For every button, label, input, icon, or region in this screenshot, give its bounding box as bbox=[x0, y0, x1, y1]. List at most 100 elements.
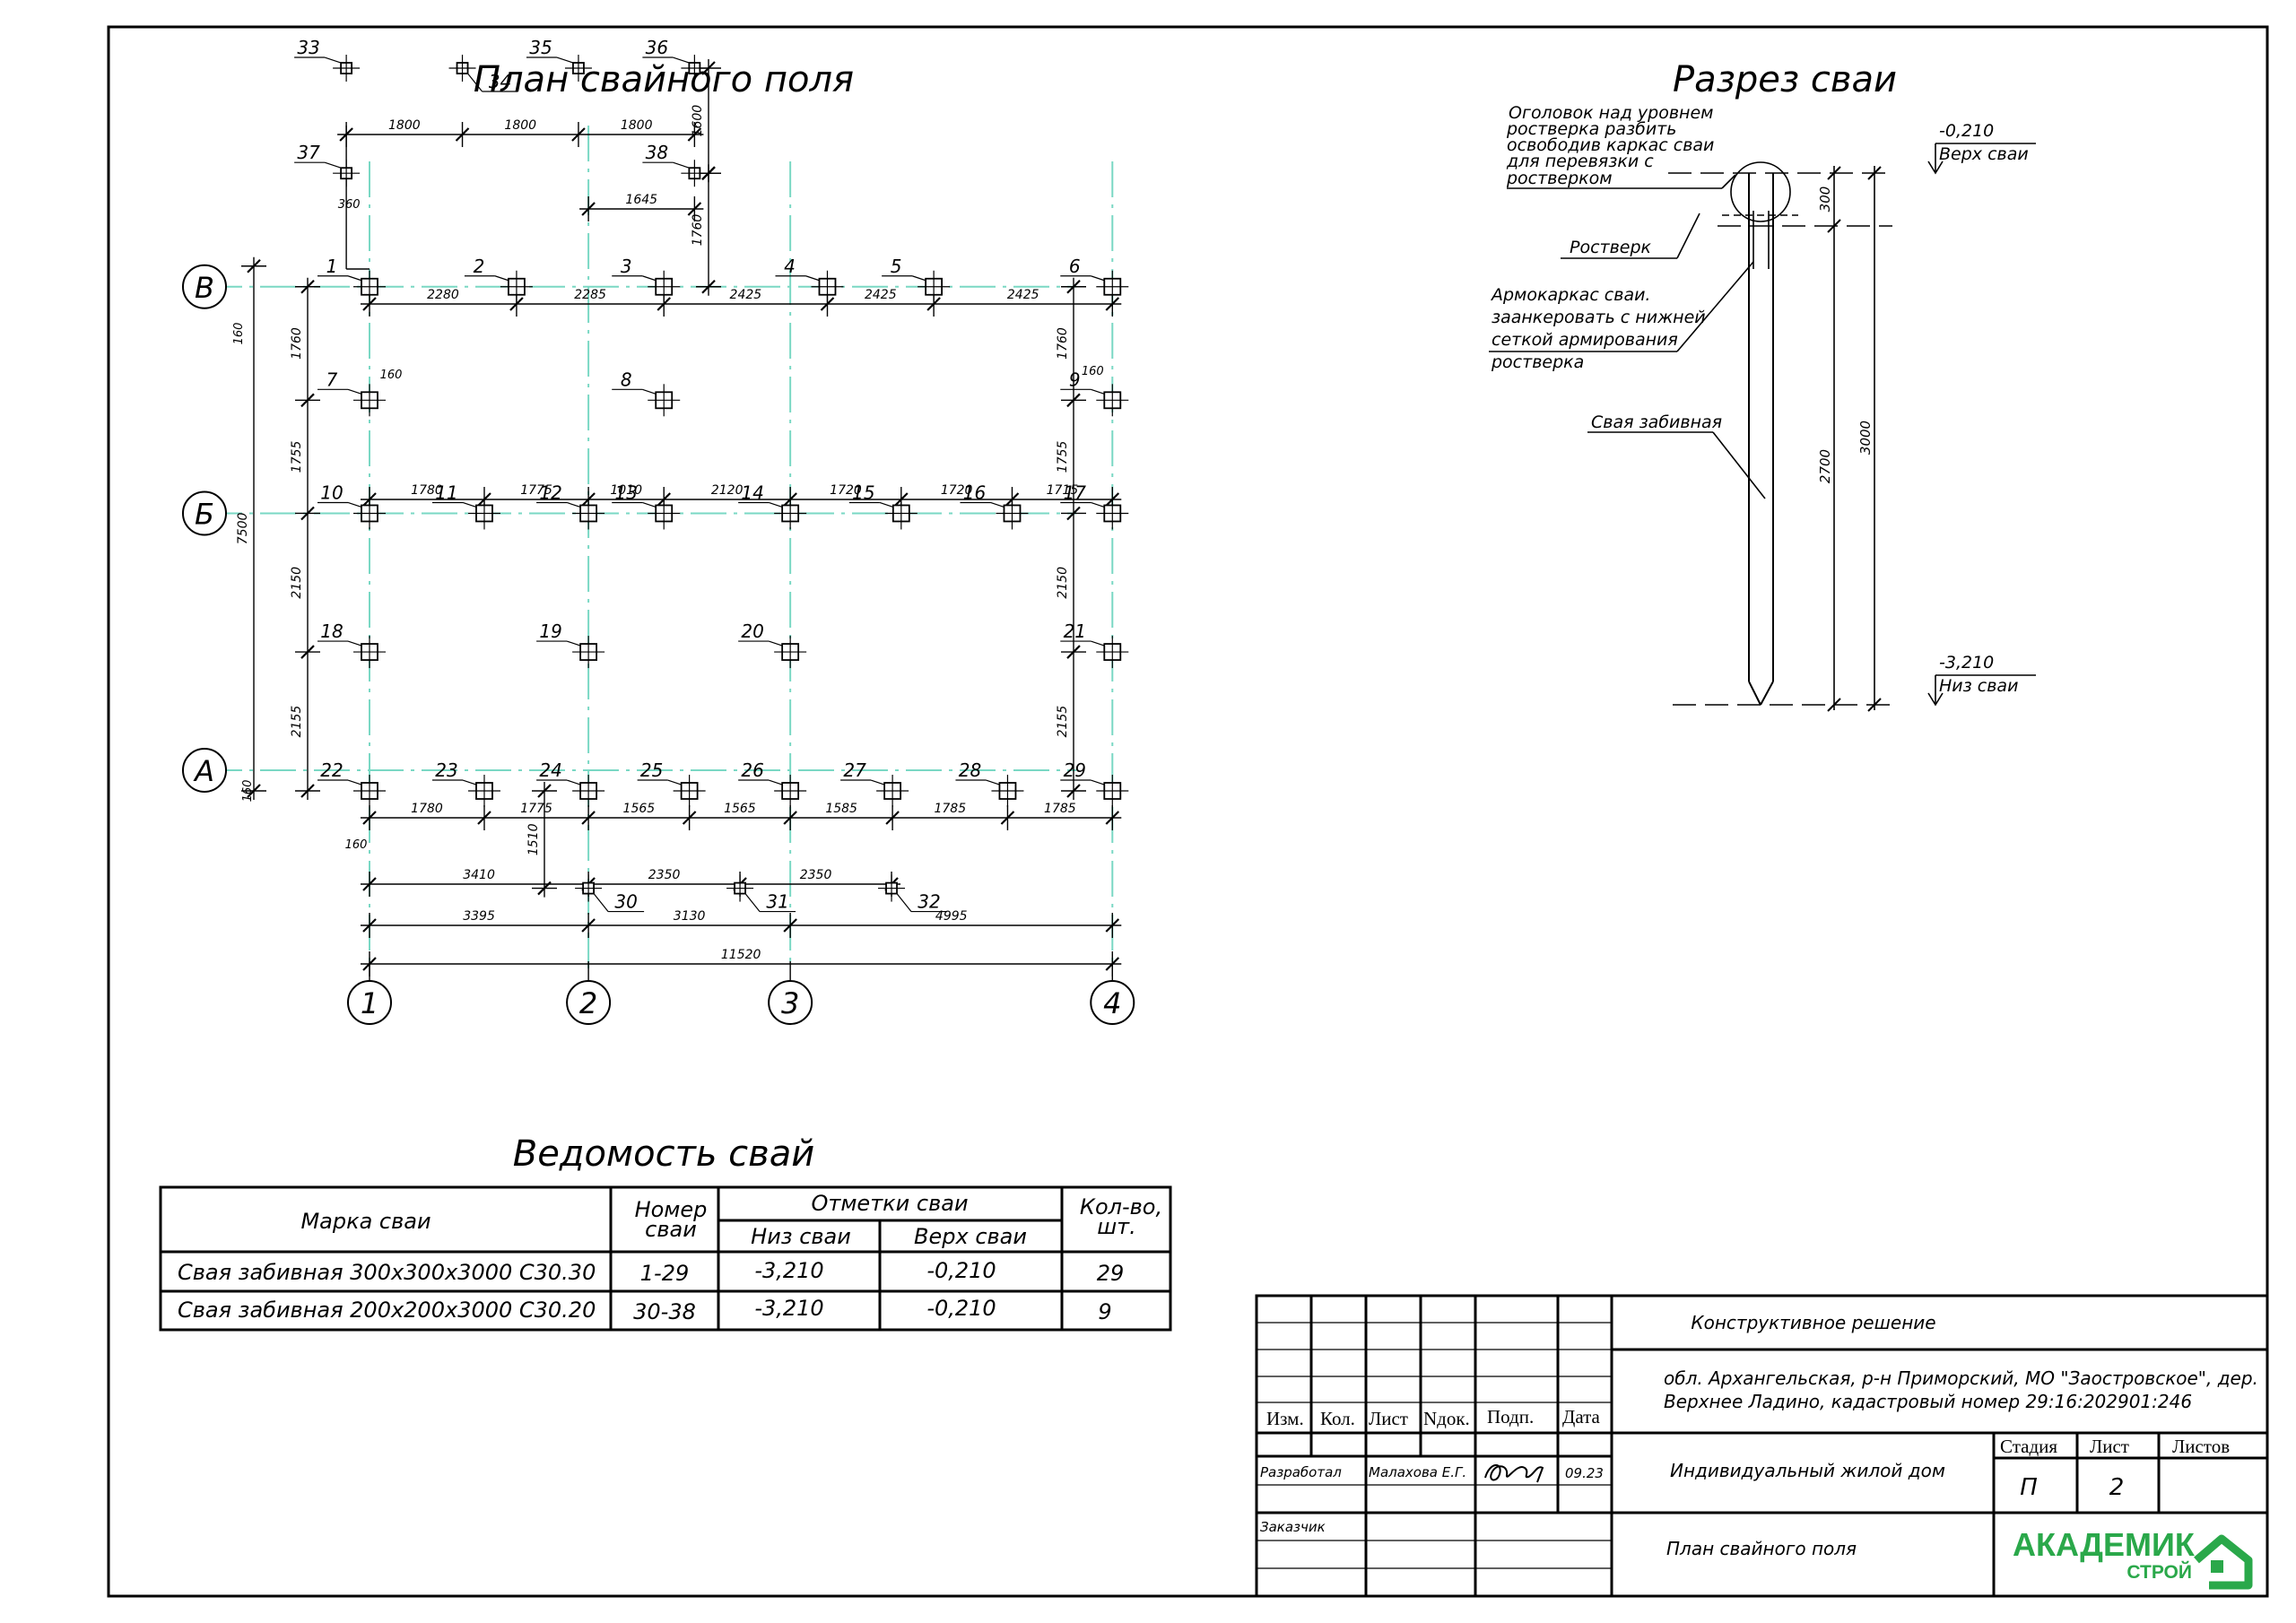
note-cage-line-3: сеткой армирования bbox=[1492, 330, 1678, 350]
sign-date: 09.23 bbox=[1565, 1465, 1604, 1481]
axis-label-row-2: А bbox=[193, 754, 214, 788]
header-izm: Изм. bbox=[1266, 1408, 1304, 1429]
header-list: Лист bbox=[1369, 1408, 1408, 1429]
row-2-number: 30-38 bbox=[633, 1299, 696, 1324]
axis-bubble-col-3 bbox=[768, 980, 813, 1025]
dim-160-left-bot: 160 bbox=[241, 780, 255, 803]
axis-bubble-row-1 bbox=[182, 490, 227, 536]
row-1-qty: 29 bbox=[1097, 1261, 1125, 1286]
logo-text-2: СТРОЙ bbox=[2126, 1561, 2192, 1583]
pile-label-16: 16 bbox=[963, 482, 986, 503]
address-line-1: обл. Архангельская, р-н Приморский, МО "… bbox=[1664, 1367, 2258, 1389]
pile-label-1: 1 bbox=[326, 256, 338, 277]
plan-piles bbox=[182, 55, 1135, 1025]
pile-label-34: 34 bbox=[489, 71, 511, 92]
dim-chain-row-a-text-0: 1780 bbox=[411, 802, 443, 816]
header-data: Дата bbox=[1562, 1406, 1601, 1428]
axis-bubble-row-0 bbox=[182, 264, 227, 309]
dim-chain-left-text-3: 2155 bbox=[290, 706, 304, 738]
pile-label-6: 6 bbox=[1069, 256, 1081, 277]
pile-schedule: Ведомость свай Марка сваи Номер сваи Отм… bbox=[159, 1133, 1172, 1332]
section-title: Разрез сваи bbox=[1673, 59, 1897, 100]
pile-leader bbox=[593, 893, 609, 912]
header-ndok: Nдок. bbox=[1423, 1408, 1470, 1429]
dim-3000: 3000 bbox=[1857, 421, 1874, 455]
section-dims: 300 2700 3000 bbox=[1817, 187, 1874, 483]
note-head-line-3: освободив каркас сваи bbox=[1507, 135, 1714, 155]
axis-bubble-col-2 bbox=[566, 980, 612, 1025]
row-2-top: -0,210 bbox=[926, 1296, 996, 1321]
note-pile: Свая забивная bbox=[1591, 412, 1722, 432]
dim-chain-row-b-text-1: 1775 bbox=[520, 483, 552, 498]
pile-leader bbox=[673, 56, 690, 64]
stamp-texts: Конструктивное решение обл. Архангельска… bbox=[1664, 1312, 2258, 1559]
title-block: Изм. Кол. Лист Nдок. Подп. Дата Стадия Л… bbox=[1255, 1294, 2269, 1598]
axis-bubble-col-1 bbox=[347, 980, 392, 1025]
dim-chain-axes-text-0: 3395 bbox=[463, 909, 495, 924]
plan-axis-lines bbox=[206, 126, 1114, 968]
address-line-2: Верхнее Ладино, кадастровый номер 29:16:… bbox=[1664, 1391, 2192, 1412]
pile-label-32: 32 bbox=[918, 891, 940, 913]
axis-bubble-row-2 bbox=[182, 748, 227, 793]
axis-label-row-0: В bbox=[195, 271, 214, 305]
dim-chain-right-text-1: 1755 bbox=[1056, 440, 1070, 473]
axis-label-col-4: 4 bbox=[1103, 986, 1121, 1020]
bottom-level-value: -3,210 bbox=[1939, 653, 1994, 673]
dim-chain-row-a-text-6: 1785 bbox=[1044, 802, 1076, 816]
header-sheet: Лист bbox=[2090, 1436, 2129, 1457]
pile-leader bbox=[744, 893, 761, 912]
header-top: Верх сваи bbox=[914, 1224, 1027, 1249]
pile-section: Разрез сваи bbox=[1489, 59, 2036, 712]
pile-label-24: 24 bbox=[539, 759, 561, 781]
note-cage-line-4: ростверка bbox=[1491, 352, 1584, 372]
stamp-headers: Изм. Кол. Лист Nдок. Подп. Дата Стадия Л… bbox=[1266, 1406, 2230, 1457]
house-window-icon bbox=[2211, 1560, 2223, 1573]
signature-icon bbox=[1484, 1464, 1544, 1483]
dim-chain-left-text-1: 1755 bbox=[290, 440, 304, 473]
note-head-line-5: ростверком bbox=[1506, 169, 1613, 188]
top-level-label: Верх сваи bbox=[1939, 144, 2029, 164]
dim-chain-row-v-text-3: 2425 bbox=[865, 288, 897, 302]
dim-chain-row-b-text-0: 1780 bbox=[411, 483, 443, 498]
pile-label-8: 8 bbox=[621, 369, 632, 390]
note-head-line-2: ростверка разбить bbox=[1506, 119, 1676, 139]
pile-label-20: 20 bbox=[741, 621, 763, 642]
dim-chain-row-a-text-1: 1775 bbox=[520, 802, 552, 816]
pile-label-17: 17 bbox=[1064, 482, 1087, 503]
dim-chain-right-text-2: 2150 bbox=[1056, 567, 1070, 599]
axis-label-col-1: 1 bbox=[361, 986, 378, 1020]
dim-chain-row-a-text-2: 1565 bbox=[623, 802, 656, 816]
row-2-qty: 9 bbox=[1098, 1299, 1111, 1324]
sheet-value: 2 bbox=[2109, 1474, 2125, 1501]
object-name: Индивидуальный жилой дом bbox=[1670, 1460, 1945, 1481]
dim-chain-row-a-text-5: 1785 bbox=[934, 802, 966, 816]
row-1-mark: Свая забивная 300х300х3000 С30.30 bbox=[178, 1260, 596, 1285]
pile-label-27: 27 bbox=[843, 759, 866, 781]
dim-chain-left-text-0: 1760 bbox=[290, 327, 304, 360]
dim-chain-top-text-2: 1800 bbox=[621, 118, 653, 133]
dim-chain-top-text-1: 1800 bbox=[504, 118, 536, 133]
dim-160-a: 160 bbox=[380, 369, 403, 382]
pile-label-9: 9 bbox=[1069, 369, 1081, 390]
dim-chain-row-b-text-5: 1720 bbox=[941, 483, 973, 498]
note-cage-line-1: Армокаркас сваи. bbox=[1490, 285, 1650, 305]
bottom-level-label: Низ сваи bbox=[1939, 676, 2018, 696]
dim-chain-row-v-text-4: 2425 bbox=[1007, 288, 1039, 302]
dim-chain-row-v-text-2: 2425 bbox=[730, 288, 762, 302]
header-qty-line-2: шт. bbox=[1097, 1214, 1136, 1239]
house-icon bbox=[2194, 1534, 2253, 1590]
pile-label-30: 30 bbox=[614, 891, 637, 913]
dim-160-left-top: 160 bbox=[232, 323, 246, 345]
dim-chain-axes-text-1: 3130 bbox=[674, 909, 706, 924]
pile-label-19: 19 bbox=[539, 621, 561, 642]
developer-name: Малахова Е.Г. bbox=[1369, 1464, 1466, 1480]
dim-chain-row-b-text-2: 1010 bbox=[610, 483, 642, 498]
pile-label-33: 33 bbox=[297, 37, 319, 58]
dim-chain-total-text-0: 11520 bbox=[721, 948, 761, 962]
axis-label-col-2: 2 bbox=[579, 986, 597, 1020]
developed-label: Разработал bbox=[1260, 1464, 1342, 1480]
pile-label-15: 15 bbox=[852, 482, 874, 503]
dim-chain-axes-text-2: 4995 bbox=[935, 909, 968, 924]
